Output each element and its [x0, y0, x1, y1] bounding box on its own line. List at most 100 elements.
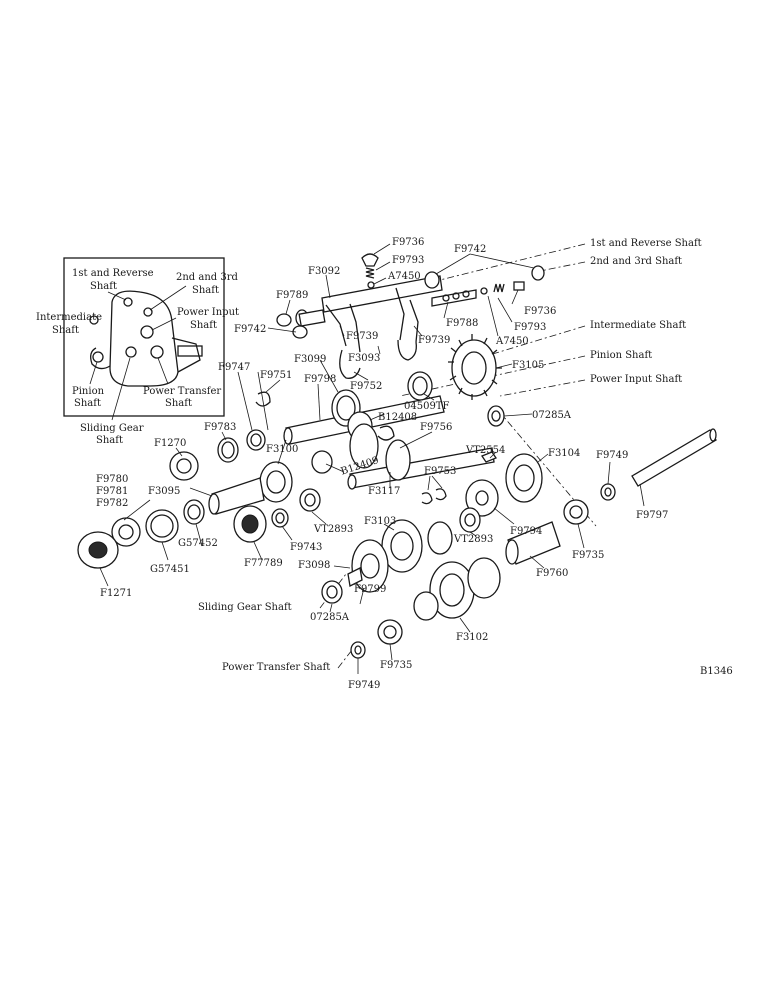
leader-lines	[99, 243, 645, 674]
label-F9742-a: F9742	[454, 244, 486, 255]
spring-F9793-top	[365, 267, 375, 279]
gear-F3105	[451, 339, 497, 397]
inset-label-second-third: 2nd and 3rd	[176, 272, 239, 283]
spring-F9793-right	[493, 283, 505, 293]
shaft-components	[77, 334, 717, 659]
inset-label-pinion: Pinion	[72, 386, 105, 397]
bearing-VT2893-b	[459, 507, 481, 533]
label-F9753: F9753	[424, 466, 456, 477]
label-B12408: B12408	[378, 412, 417, 423]
inset-intermediate-hole	[89, 315, 99, 325]
inset-housing	[109, 290, 179, 387]
ball-A7450-top	[367, 281, 375, 289]
label-power-input-shaft: Power Input Shaft	[590, 374, 682, 385]
inset-power-input-hole	[140, 325, 154, 339]
inset-label-first-reverse-2: Shaft	[90, 281, 117, 292]
inset-power-transfer-hole	[150, 345, 164, 359]
label-A7450-a: A7450	[387, 271, 421, 282]
label-sliding-gear-shaft: Sliding Gear Shaft	[198, 602, 292, 613]
sleeve-F9756	[349, 423, 379, 469]
inset-shaft-stub	[177, 345, 203, 357]
label-F9799: F9799	[354, 584, 386, 595]
shift-fork-left-arm	[325, 304, 347, 347]
label-F3095: F3095	[148, 486, 180, 497]
label-F9798: F9798	[304, 374, 336, 385]
ring-F9751	[255, 391, 271, 407]
label-F9781: F9781	[96, 486, 128, 497]
label-F9793-b: F9793	[514, 322, 546, 333]
axis-intermediate	[485, 325, 586, 357]
shaft-F9797	[631, 429, 717, 487]
label-G57452: G57452	[178, 538, 218, 549]
rail-hole-3	[462, 290, 470, 298]
label-F9756: F9756	[420, 422, 452, 433]
label-04509TF: 04509TF	[404, 401, 449, 412]
shifter-rail-assembly	[276, 253, 545, 379]
label-VT2893-b: VT2893	[453, 534, 493, 545]
label-intermediate-shaft: Intermediate Shaft	[590, 320, 686, 331]
label-F9735-a: F9735	[572, 550, 604, 561]
label-F9749-b: F9749	[348, 680, 380, 691]
plug-F9736	[361, 253, 379, 267]
inset-label-intermediate-2: Shaft	[52, 325, 79, 336]
label-F9739-a: F9739	[346, 331, 378, 342]
bearing-G57452	[183, 499, 205, 525]
bearing-F9735-upper	[563, 499, 589, 525]
label-pinion-shaft: Pinion Shaft	[590, 350, 652, 361]
label-F3092: F3092	[308, 266, 340, 277]
label-F77789: F77789	[244, 558, 283, 569]
label-F3102: F3102	[456, 632, 488, 643]
label-F9736-a: F9736	[392, 237, 424, 248]
gear-F3104	[505, 453, 543, 503]
label-F3104: F3104	[548, 448, 580, 459]
plug-F9736-right	[513, 281, 525, 291]
label-F9751: F9751	[260, 370, 292, 381]
label-F9739-b: F9739	[418, 335, 450, 346]
inset-housing-view: 1st and Reverse Shaft 2nd and 3rd Shaft …	[36, 257, 239, 446]
seal-F9742-top	[424, 271, 440, 289]
washer-F9749-lower	[350, 641, 366, 659]
shaft-name-labels: 1st and Reverse Shaft 2nd and 3rd Shaft …	[198, 238, 702, 673]
label-F3103: F3103	[364, 516, 396, 527]
inset-pinion-hole	[92, 351, 104, 363]
label-F3100: F3100	[266, 444, 298, 455]
inset-label-power-transfer: Power Transfer	[143, 386, 221, 397]
shift-fork-right-arm	[395, 287, 405, 341]
bushing-B12409	[311, 450, 333, 474]
gasket-F9783	[217, 437, 239, 463]
rail-bar-right	[431, 289, 477, 307]
inset-sliding-gear-hole	[125, 346, 137, 358]
gear-F3100	[259, 461, 293, 503]
ring-F9756	[377, 425, 395, 441]
label-F9749-a: F9749	[596, 450, 628, 461]
label-VT2554: VT2554	[465, 445, 505, 456]
label-F9783: F9783	[204, 422, 236, 433]
inset-label-first-reverse: 1st and Reverse	[72, 268, 154, 279]
label-F3093: F3093	[348, 353, 380, 364]
bearing-F9735-lower	[377, 619, 403, 645]
label-F3117: F3117	[368, 486, 400, 497]
label-F1270: F1270	[154, 438, 186, 449]
inset-label-power-input-2: Shaft	[190, 320, 217, 331]
ring-F9753-b	[435, 488, 447, 501]
inset-label-intermediate: Intermediate	[36, 312, 102, 323]
washer-F9743	[271, 508, 289, 528]
seal-F9742-left	[276, 313, 292, 327]
label-F9736-b: F9736	[524, 306, 556, 317]
hub-F9794	[465, 479, 499, 517]
label-07285A-a: 07285A	[532, 410, 572, 421]
label-F9735-b: F9735	[380, 660, 412, 671]
axis-power-input	[499, 379, 586, 397]
label-F9794: F9794	[510, 526, 542, 537]
inset-frame	[63, 257, 225, 417]
label-F9782: F9782	[96, 498, 128, 509]
label-07285A-b: 07285A	[310, 612, 350, 623]
label-F3098: F3098	[298, 560, 330, 571]
ball-A7450-right	[480, 287, 488, 295]
label-F9788: F9788	[446, 318, 478, 329]
seal-F9742-right	[531, 265, 545, 281]
bearing-04509TF	[407, 371, 433, 401]
bearing-VT2893-a	[299, 488, 321, 512]
inset-pinion-boss	[90, 347, 111, 370]
